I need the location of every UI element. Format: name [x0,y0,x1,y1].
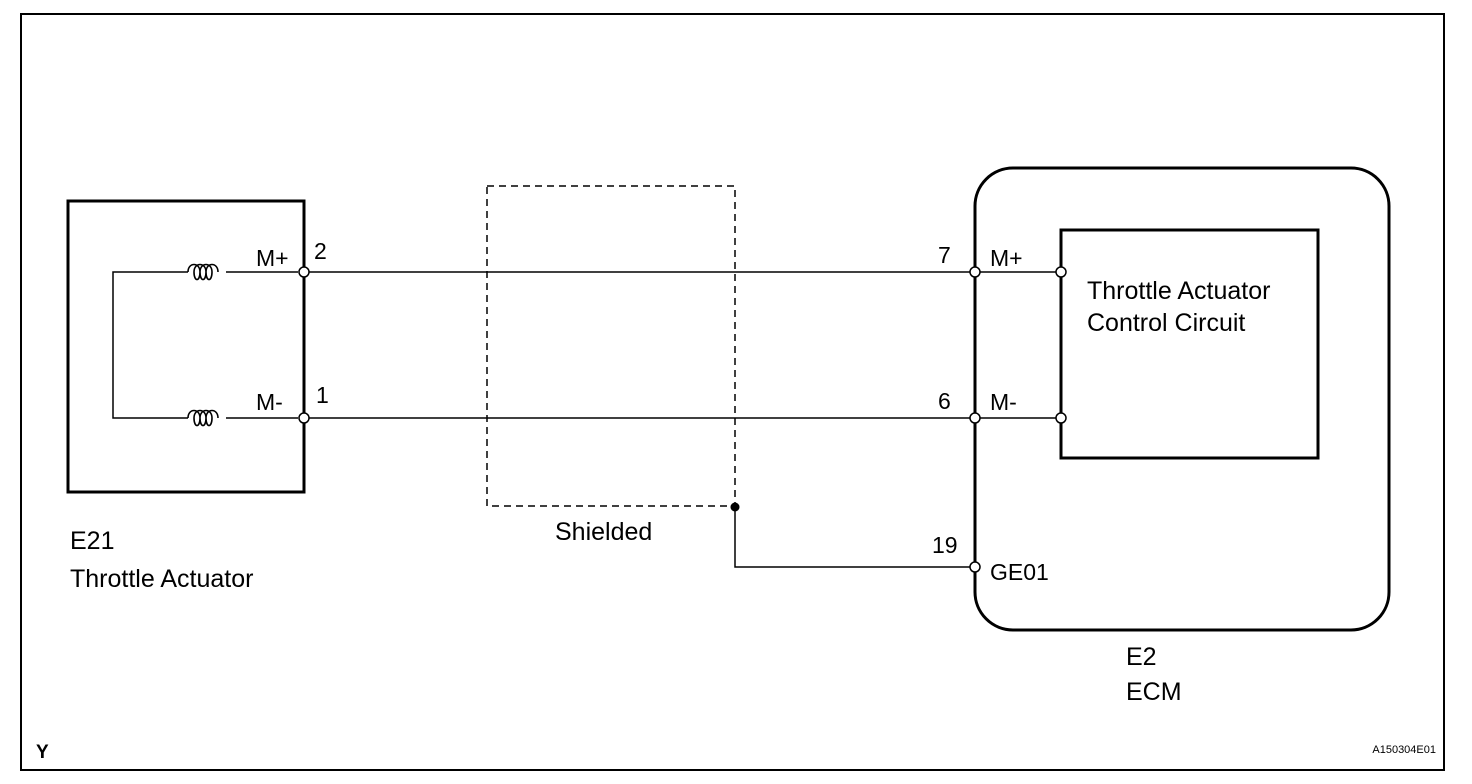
e2-pin-ground-label: GE01 [990,559,1049,585]
e2-pin-m-plus-number: 7 [938,242,951,268]
terminal-e21-pin2 [298,266,310,278]
ecm-name: ECM [1126,678,1182,706]
shield-outline [486,185,736,507]
ecm-code: E2 [1126,643,1157,671]
e21-pin-m-plus-label: M+ [256,245,289,271]
terminal-e2-pin6 [969,412,981,424]
e21-pin-m-plus-number: 2 [314,238,327,264]
footer-left-mark: Y [36,742,49,763]
diagram-frame [20,13,1445,771]
throttle-actuator-code: E21 [70,527,114,555]
control-circuit-label-line2: Control Circuit [1087,309,1245,337]
control-circuit-label-line1: Throttle Actuator [1087,277,1270,305]
throttle-actuator-name: Throttle Actuator [70,565,253,593]
e2-pin-ground-number: 19 [932,532,958,558]
shield-ground-wire [734,507,970,568]
shield-ground-junction [730,502,740,512]
figure-code: A150304E01 [1372,744,1436,756]
control-circuit-box [1059,228,1320,460]
terminal-e21-pin1 [298,412,310,424]
terminal-e2-pin7 [969,266,981,278]
e2-pin-m-minus-number: 6 [938,388,951,414]
motor-coil-top-icon [187,263,219,281]
throttle-actuator-box [66,199,306,494]
e21-pin-m-minus-number: 1 [316,382,329,408]
motor-coil-bottom-icon [187,409,219,427]
terminal-circuit-m-plus [1055,266,1067,278]
shield-label: Shielded [555,518,652,546]
terminal-circuit-m-minus [1055,412,1067,424]
terminal-e2-pin19 [969,561,981,573]
ecm-box [973,166,1391,632]
e21-pin-m-minus-label: M- [256,389,283,415]
e2-pin-m-minus-label: M- [990,389,1017,415]
e2-pin-m-plus-label: M+ [990,245,1023,271]
actuator-internal-wiring [112,271,298,419]
